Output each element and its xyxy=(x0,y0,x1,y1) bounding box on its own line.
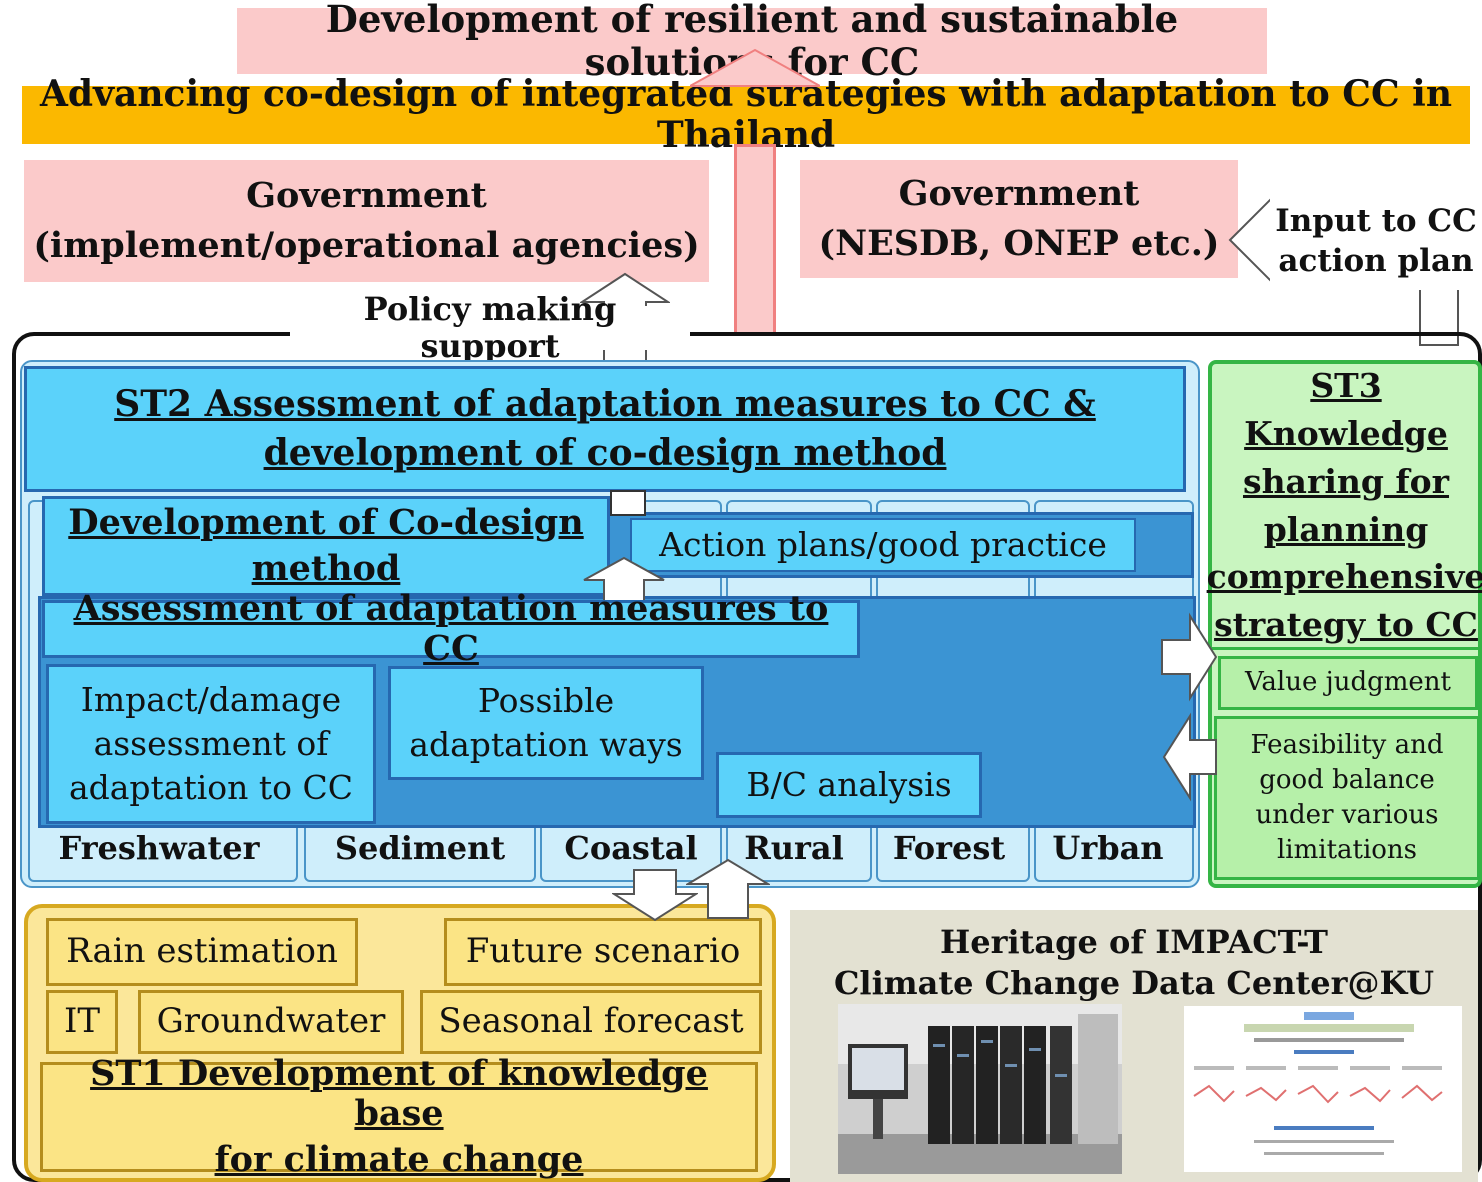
sector-label-freshwater: Freshwater xyxy=(58,828,260,867)
action-plans-box: Action plans/good practice xyxy=(630,518,1136,572)
connector-square xyxy=(610,490,646,516)
down-arrow-to-st1 xyxy=(612,869,698,922)
website-thumbnail xyxy=(1184,1006,1462,1172)
government-right-box: Government (NESDB, ONEP etc.) xyxy=(800,160,1238,278)
seasonal-forecast-text: Seasonal forecast xyxy=(438,1001,744,1042)
possible-box: Possible adaptation ways xyxy=(388,666,704,780)
policy-label: Policy making support xyxy=(290,291,690,364)
right-arrow-to-st3 xyxy=(1161,612,1218,702)
value-judgment-text: Value judgment xyxy=(1245,667,1451,698)
st3-line2: Knowledge xyxy=(1244,413,1448,453)
banner-box: Advancing co-design of integrated strate… xyxy=(22,73,1470,156)
feasibility-line4: limitations xyxy=(1276,835,1418,866)
feasibility-line2: good balance xyxy=(1259,764,1435,795)
assessment-title-box: Assessment of adaptation measures to CC xyxy=(42,588,860,669)
input-label: Input to CC action plan xyxy=(1270,194,1482,290)
impact-box: Impact/damage assessment of adaptation t… xyxy=(46,664,376,824)
st3-line6: strategy to CC xyxy=(1214,605,1478,645)
government-left-line1: Government xyxy=(246,174,487,216)
st2-title-line2: development of co-design method xyxy=(263,432,947,474)
impact-line3: adaptation to CC xyxy=(68,767,354,807)
it-text: IT xyxy=(63,1001,101,1042)
st2-title-line1: ST2 Assessment of adaptation measures to… xyxy=(114,382,1096,425)
left-arrow-from-st3 xyxy=(1162,712,1217,802)
sector-label-sediment: Sediment xyxy=(334,828,506,867)
future-scenario-box: Future scenario xyxy=(444,918,762,986)
heritage-line1: Heritage of IMPACT-T xyxy=(940,923,1328,962)
st3-title: ST3 Knowledge sharing for planning compr… xyxy=(1207,364,1482,650)
sector-label-urban: Urban xyxy=(1052,828,1164,867)
rain-estimation-box: Rain estimation xyxy=(46,918,358,986)
future-scenario-text: Future scenario xyxy=(465,931,741,972)
heritage-title: Heritage of IMPACT-T Climate Change Data… xyxy=(790,918,1478,1008)
st1-title-line2: for climate change xyxy=(214,1139,584,1181)
feasibility-line3: under various xyxy=(1255,800,1439,830)
feasibility-box: Feasibility and good balance under vario… xyxy=(1214,716,1480,880)
impact-line2: assessment of xyxy=(93,724,329,764)
data-center-photo xyxy=(838,1004,1122,1174)
government-right-line2: (NESDB, ONEP etc.) xyxy=(818,223,1220,264)
rain-estimation-text: Rain estimation xyxy=(66,931,338,972)
st3-line1: ST3 xyxy=(1310,365,1382,405)
action-plans-text: Action plans/good practice xyxy=(659,525,1107,565)
sector-label-coastal: Coastal xyxy=(564,828,698,867)
st1-title-box: ST1 Development of knowledge base for cl… xyxy=(40,1053,758,1180)
sector-label-forest: Forest xyxy=(892,828,1006,867)
bc-analysis-text: B/C analysis xyxy=(746,765,952,805)
st2-title-box: ST2 Assessment of adaptation measures to… xyxy=(24,366,1186,492)
groundwater-text: Groundwater xyxy=(156,1001,386,1042)
st3-line3: sharing for xyxy=(1242,461,1450,501)
codesign-box: Development of Co-design method xyxy=(42,496,610,596)
bc-analysis-box: B/C analysis xyxy=(716,752,982,818)
feasibility-line1: Feasibility and xyxy=(1250,729,1444,760)
input-label-line2: action plan xyxy=(1278,243,1474,279)
it-box: IT xyxy=(46,990,118,1054)
impact-line1: Impact/damage xyxy=(80,680,342,720)
codesign-line1: Development of Co-design xyxy=(68,501,584,543)
possible-line2: adaptation ways xyxy=(409,725,683,764)
assessment-title: Assessment of adaptation measures to CC xyxy=(73,587,829,669)
st3-line4: planning xyxy=(1263,509,1429,549)
red-arrow-head xyxy=(690,48,820,87)
value-judgment-box: Value judgment xyxy=(1218,656,1478,710)
government-left-line2: (implement/operational agencies) xyxy=(33,225,700,266)
possible-line1: Possible xyxy=(477,681,615,721)
seasonal-forecast-box: Seasonal forecast xyxy=(420,990,762,1054)
sector-label-rural: Rural xyxy=(744,828,844,867)
goal-text: Development of resilient and sustainable… xyxy=(325,0,1179,84)
heritage-line2: Climate Change Data Center@KU xyxy=(833,964,1435,1002)
input-label-line1: Input to CC xyxy=(1275,203,1477,240)
st1-title-line1: ST1 Development of knowledge base xyxy=(90,1052,708,1134)
groundwater-box: Groundwater xyxy=(138,990,404,1054)
up-arrow-from-st1 xyxy=(686,858,770,919)
codesign-line2: method xyxy=(251,548,401,589)
red-arrow-shaft xyxy=(734,144,776,336)
st3-line5: comprehensive xyxy=(1206,557,1482,597)
government-right-line1: Government xyxy=(898,172,1140,214)
government-left-box: Government (implement/operational agenci… xyxy=(24,160,709,282)
